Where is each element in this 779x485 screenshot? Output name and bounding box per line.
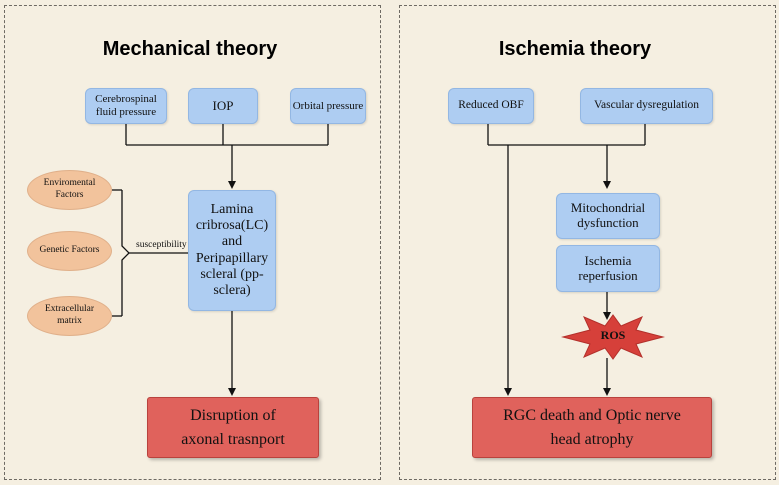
mitochondrial-dysfunction-box: Mitochondrial dysfunction bbox=[556, 193, 660, 239]
ischemia-reperfusion-box: Ischemia reperfusion bbox=[556, 245, 660, 292]
susceptibility-label: susceptibility bbox=[136, 240, 187, 250]
lamina-cribrosa-box: Lamina cribrosa(LC) and Peripapillary sc… bbox=[188, 190, 276, 311]
reduced-obf-box: Reduced OBF bbox=[448, 88, 534, 124]
genetic-factors-oval: Genetic Factors bbox=[27, 231, 112, 271]
ischemia-title: Ischemia theory bbox=[498, 38, 652, 60]
ros-burst-icon bbox=[561, 314, 665, 360]
rgc-death-box: RGC death and Optic nerve head atrophy bbox=[472, 397, 712, 458]
orbital-pressure-box: Orbital pressure bbox=[290, 88, 366, 124]
ros-label: ROS bbox=[600, 328, 626, 342]
csf-pressure-box: Cerebrospinal fluid pressure bbox=[85, 88, 167, 124]
vascular-dysregulation-box: Vascular dysregulation bbox=[580, 88, 713, 124]
environmental-factors-oval: Enviromental Factors bbox=[27, 170, 112, 210]
mechanical-title: Mechanical theory bbox=[102, 38, 278, 60]
axonal-disruption-box: Disruption of axonal trasnport bbox=[147, 397, 319, 458]
iop-box: IOP bbox=[188, 88, 258, 124]
extracellular-matrix-oval: Extracellular matrix bbox=[27, 296, 112, 336]
